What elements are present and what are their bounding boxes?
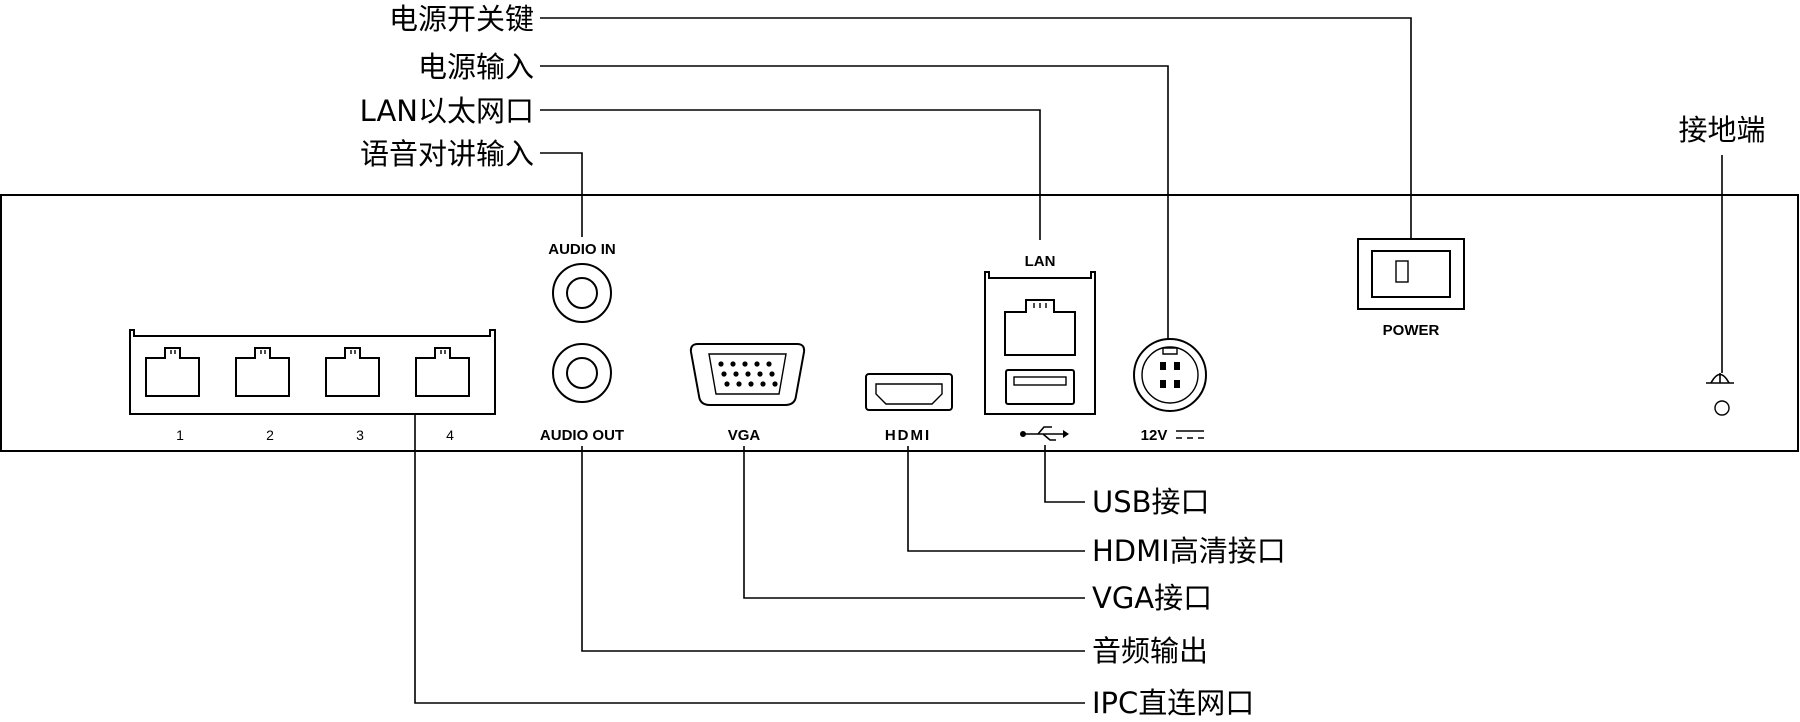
callout-vga: VGA接口 — [1092, 581, 1212, 615]
ground-symbol-icon — [1706, 373, 1734, 384]
port-number-2: 2 — [266, 427, 274, 443]
ipc-port-block — [129, 329, 496, 415]
dc-symbol-icon — [1176, 430, 1204, 439]
callout-hdmi: HDMI高清接口 — [1092, 534, 1286, 568]
hdmi-connector-icon — [865, 373, 953, 411]
audio-out-label: AUDIO OUT — [540, 427, 624, 444]
audio-in-label: AUDIO IN — [548, 241, 616, 258]
ground-screw — [1714, 400, 1730, 416]
callout-usb: USB接口 — [1092, 485, 1210, 519]
rj45-port-icon — [325, 347, 380, 397]
audio-jack-icon — [552, 263, 612, 323]
dc-power-jack-icon — [1133, 338, 1207, 412]
usb-symbol-icon — [1020, 426, 1069, 441]
audio-jack-icon — [552, 343, 612, 403]
power-label: POWER — [1383, 322, 1440, 339]
vga-connector-icon — [689, 343, 806, 406]
rj45-port-icon — [415, 347, 470, 397]
port-number-4: 4 — [446, 427, 454, 443]
usb-port-icon — [1005, 369, 1075, 405]
rj45-port-icon — [1004, 299, 1076, 356]
leader-lines — [414, 17, 1723, 704]
lan-label: LAN — [1025, 253, 1056, 270]
callout-audio-in: 语音对讲输入 — [360, 137, 534, 171]
callout-audio-out: 音频输出 — [1092, 634, 1208, 668]
dc-voltage-label: 12V — [1141, 427, 1168, 444]
device-rear-panel — [0, 194, 1799, 452]
callout-power-input: 电源输入 — [418, 50, 534, 84]
port-number-1: 1 — [176, 427, 184, 443]
hdmi-label: HDMI — [885, 427, 931, 444]
port-number-3: 3 — [356, 427, 364, 443]
rj45-port-icon — [145, 347, 200, 397]
lan-usb-block — [984, 271, 1096, 415]
vga-label: VGA — [728, 427, 761, 444]
callout-lan-port: LAN以太网口 — [360, 94, 534, 128]
callout-power-switch: 电源开关键 — [389, 2, 534, 36]
callout-ipc-ports: IPC直连网口 — [1092, 686, 1254, 720]
rj45-port-icon — [235, 347, 290, 397]
callout-ground: 接地端 — [1678, 113, 1765, 147]
